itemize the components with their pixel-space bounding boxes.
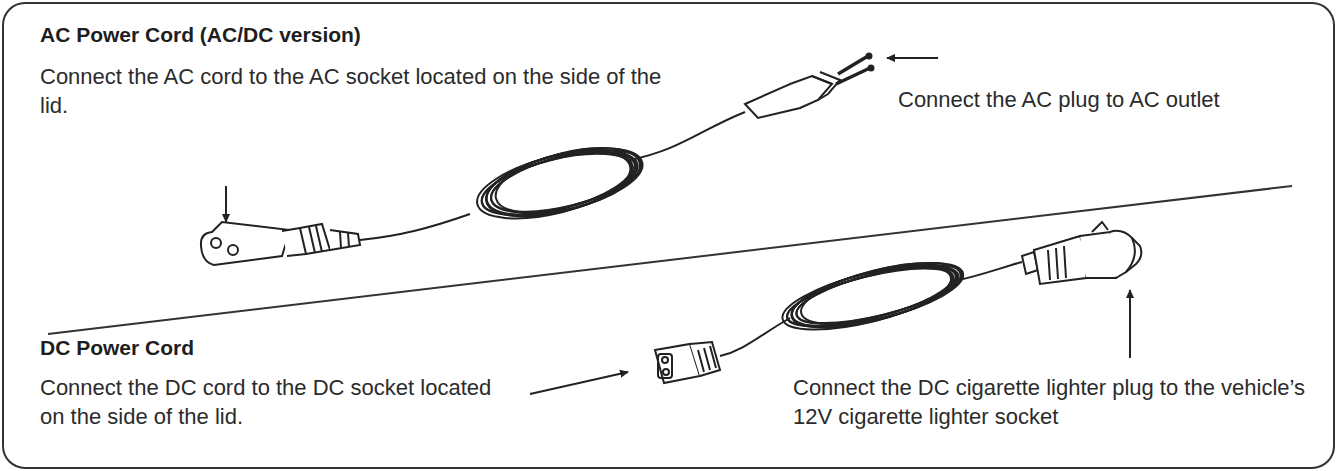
coil-winding xyxy=(489,135,646,225)
instruction-text: Connect the DC cigarette lighter plug to… xyxy=(793,373,1313,431)
coil-winding xyxy=(786,250,968,339)
arrow xyxy=(887,57,938,59)
coil-winding xyxy=(795,250,966,336)
instruction-text: Connect the AC plug to AC outlet xyxy=(898,85,1318,114)
divider xyxy=(48,186,1292,334)
coil-winding xyxy=(480,135,649,228)
arrow xyxy=(530,372,628,394)
section-heading: DC Power Cord xyxy=(40,333,440,362)
instruction-text: Connect the DC cord to the DC socket loc… xyxy=(40,373,510,431)
frame xyxy=(3,3,1334,468)
arrow xyxy=(225,186,227,222)
section-heading: AC Power Cord (AC/DC version) xyxy=(40,20,640,49)
arrow xyxy=(1129,290,1131,358)
instruction-text: Connect the AC cord to the AC socket loc… xyxy=(40,62,680,120)
dc-cord xyxy=(655,222,1141,383)
